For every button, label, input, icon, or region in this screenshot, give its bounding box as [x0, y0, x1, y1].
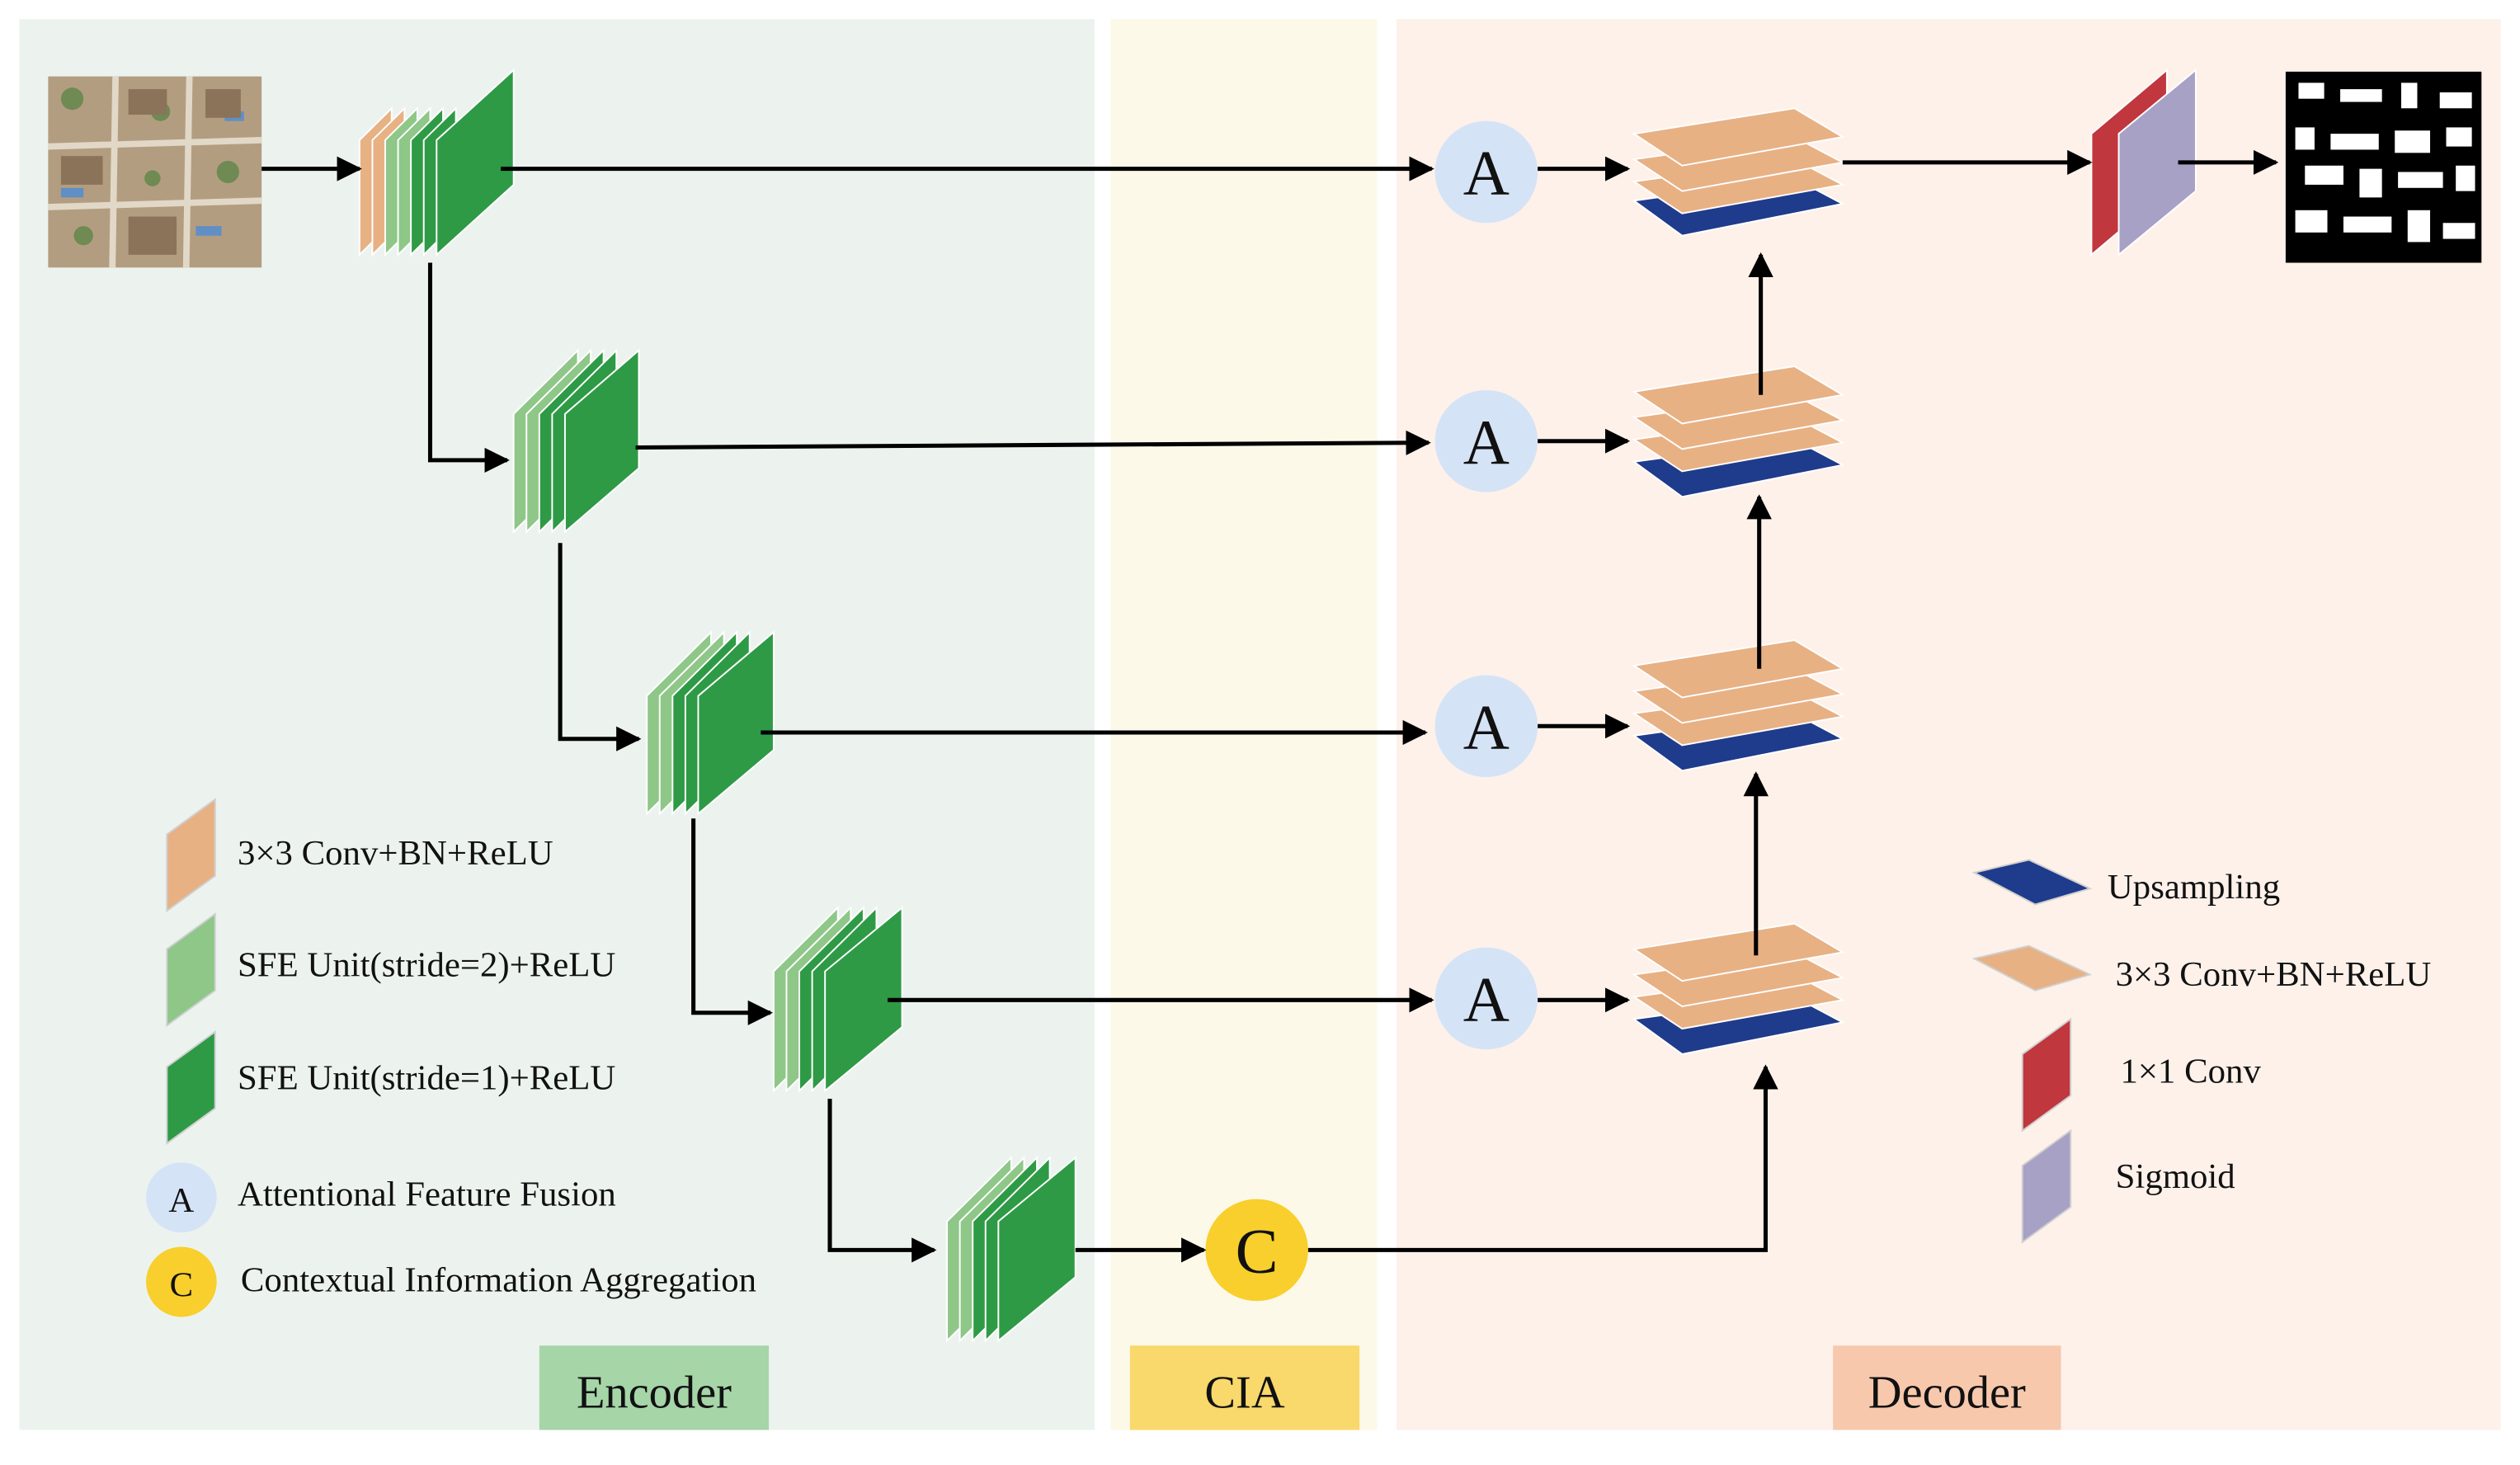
- cia-panel: [1110, 19, 1378, 1430]
- sigmoid-swatch: [2021, 1128, 2072, 1244]
- conv1x1-swatch: [2021, 1017, 2072, 1133]
- encoder-section-label: Encoder: [539, 1345, 770, 1430]
- decoder-block-3: [1632, 639, 1845, 772]
- sfe-stride1-layer: [997, 1156, 1076, 1343]
- sfe-stride1-layer: [436, 68, 515, 257]
- encoder-label-text: Encoder: [577, 1368, 732, 1419]
- legend-item-attention: A Attentional Feature Fusion: [146, 1162, 616, 1233]
- legend-label: 1×1 Conv: [2120, 1053, 2261, 1091]
- legend-item-sigmoid: Sigmoid: [2021, 1128, 2235, 1244]
- legend-label: 3×3 Conv+BN+ReLU: [2116, 955, 2432, 994]
- fusion-node-symbol: A: [1463, 964, 1510, 1035]
- sfe-stride1-layer: [824, 906, 903, 1093]
- encoder-stage-2: [512, 348, 640, 535]
- connection-arrows: [261, 149, 2279, 1263]
- encoder-stage-4: [772, 906, 903, 1093]
- legend-label: 3×3 Conv+BN+ReLU: [238, 834, 553, 873]
- legend-symbol: A: [168, 1181, 194, 1220]
- legend-item-conv: 3×3 Conv+BN+ReLU: [1971, 944, 2432, 994]
- fusion-node-symbol: A: [1463, 692, 1510, 763]
- legend-label: SFE Unit(stride=2)+ReLU: [238, 946, 615, 985]
- legend-item-conv: 3×3 Conv+BN+ReLU: [166, 798, 553, 913]
- context-node-symbol: C: [1236, 1216, 1279, 1287]
- fusion-node-3: A: [1434, 675, 1538, 778]
- sfe-stride1-layer: [697, 630, 775, 816]
- aerial-image-icon: [48, 76, 262, 268]
- legend-label: Attentional Feature Fusion: [238, 1175, 616, 1213]
- decoder-block-1: [1632, 107, 1845, 237]
- fusion-node-4: A: [1434, 947, 1538, 1050]
- cia-section-label: CIA: [1129, 1345, 1360, 1430]
- legend-left: 3×3 Conv+BN+ReLU SFE Unit(stride=2)+ReLU…: [146, 798, 756, 1317]
- decoder-section-label: Decoder: [1833, 1345, 2061, 1430]
- decoder-block-4: [1632, 922, 1845, 1055]
- fusion-node-1: A: [1434, 120, 1538, 224]
- output-head: [2090, 68, 2197, 257]
- legend-item-sfe-stride2: SFE Unit(stride=2)+ReLU: [166, 912, 615, 1028]
- sigmoid-layer: [2117, 68, 2197, 257]
- encoder-stage-3: [646, 630, 775, 816]
- decoder-label-text: Decoder: [1868, 1368, 2026, 1419]
- conv-swatch: [1971, 944, 2093, 992]
- sfe-stride1-swatch: [166, 1030, 216, 1145]
- segmentation-mask-icon: [2285, 71, 2482, 263]
- legend-label: Sigmoid: [2116, 1157, 2235, 1196]
- fusion-node-symbol: A: [1463, 138, 1510, 209]
- legend-symbol: C: [170, 1266, 194, 1305]
- conv-layer: [1632, 922, 1845, 982]
- sfe-stride2-swatch: [166, 912, 216, 1028]
- legend-label: Upsampling: [2108, 868, 2280, 907]
- legend-right: Upsampling 3×3 Conv+BN+ReLU 1×1 Conv Sig…: [1971, 859, 2432, 1244]
- sfe-stride1-layer: [563, 348, 640, 534]
- conv-layer: [1632, 107, 1845, 167]
- legend-item-sfe-stride1: SFE Unit(stride=1)+ReLU: [166, 1030, 615, 1145]
- conv-swatch: [166, 798, 216, 913]
- upsampling-swatch: [1971, 859, 2093, 906]
- decoder-block-2: [1632, 365, 1845, 498]
- cia-label-text: CIA: [1204, 1368, 1285, 1419]
- legend-item-conv1x1: 1×1 Conv: [2021, 1017, 2262, 1133]
- legend-item-context: C Contextual Information Aggregation: [146, 1246, 756, 1317]
- fusion-node-2: A: [1434, 389, 1538, 492]
- encoder-stage-5: [946, 1156, 1076, 1343]
- legend-label: SFE Unit(stride=1)+ReLU: [238, 1059, 615, 1098]
- conv-layer: [1632, 365, 1845, 425]
- conv-layer: [1632, 639, 1845, 699]
- encoder-stage-1: [358, 68, 515, 257]
- legend-item-upsampling: Upsampling: [1971, 859, 2280, 907]
- context-node: C: [1205, 1199, 1308, 1302]
- legend-label: Contextual Information Aggregation: [241, 1261, 756, 1300]
- fusion-node-symbol: A: [1463, 407, 1510, 478]
